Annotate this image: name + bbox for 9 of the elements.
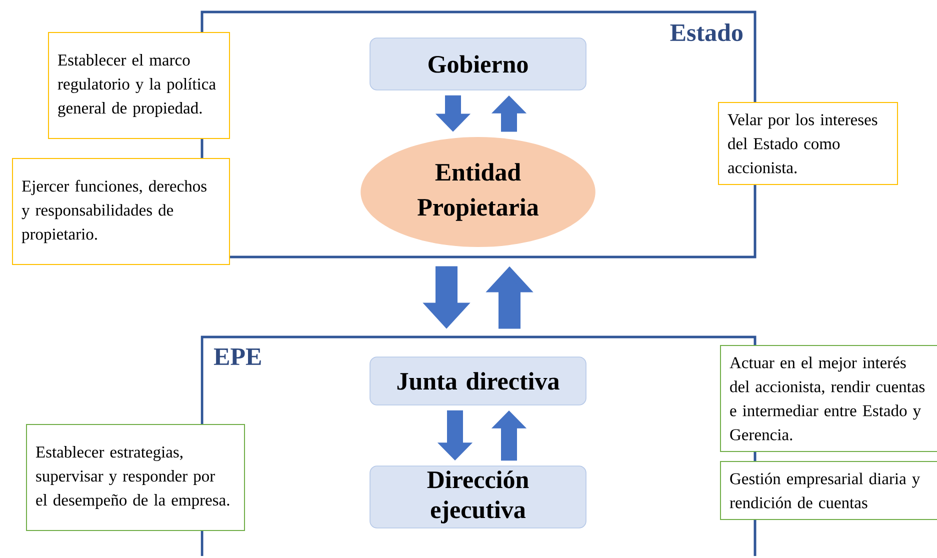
note-box: Actuar en el mejor interés del accionista, rendir cuentas e intermediar entre Estado y Gerencia. — [720, 345, 937, 452]
note-box: Velar por los intereses del Estado como accionista. — [718, 102, 898, 185]
note-box: Establecer el marco regulatorio y la política general de propiedad. — [48, 32, 230, 139]
note-box: Gestión empresarial diaria y rendición de cuentas — [720, 461, 937, 520]
process-box: Dirección ejecutiva — [370, 466, 586, 528]
note-box: Ejercer funciones, derechos y responsabilidades de propietario. — [12, 158, 230, 265]
note-box: Establecer estrategias, supervisar y responder por el desempeño de la empresa. — [26, 424, 245, 531]
process-box: Junta directiva — [370, 356, 586, 406]
process-box: Gobierno — [370, 38, 586, 90]
